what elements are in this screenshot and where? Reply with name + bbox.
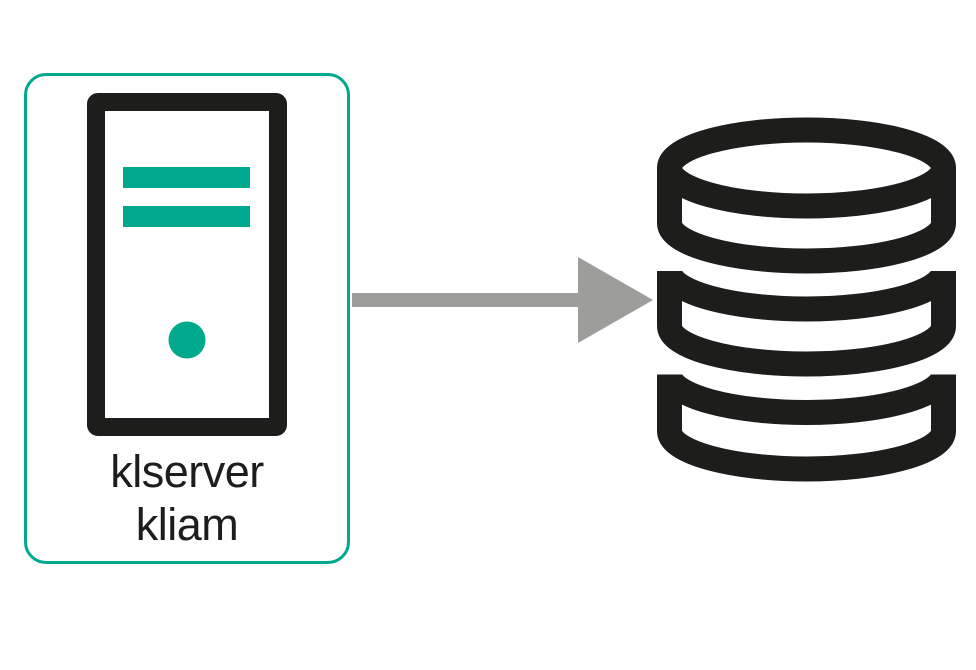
database-disk-3 [657,372,956,482]
server-label-line-2: kliam [135,499,239,550]
database-icon [657,117,956,482]
server-node: klserver kliam [24,73,350,564]
database-disk-1 [657,117,956,274]
server-tower-outline [87,93,287,436]
server-slot-bar-1-icon [123,167,250,188]
server-label: klserver kliam [27,445,347,551]
server-label-line-1: klserver [110,446,264,497]
database-disk-1-top-rim [657,117,956,219]
server-slot-bar-2-icon [123,206,250,227]
arrow-head [578,257,653,343]
right-arrow-connector-icon [352,257,653,343]
server-power-dot-icon [168,321,206,359]
database-disk-2 [657,269,956,377]
arrow-shaft [352,293,580,307]
server-tower-icon [87,93,287,436]
database-disk-1-body [657,168,956,274]
